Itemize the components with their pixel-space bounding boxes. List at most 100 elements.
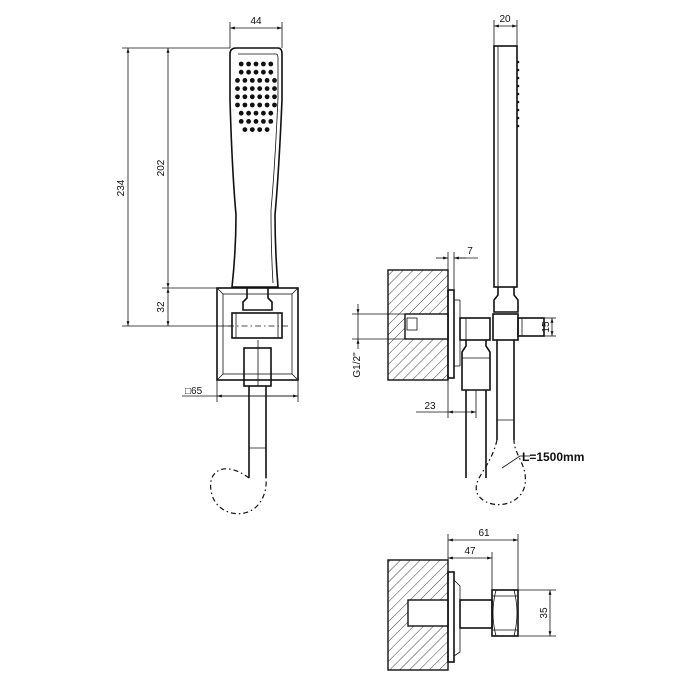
spray-nozzle xyxy=(272,102,277,108)
spray-nozzle xyxy=(253,69,259,75)
spray-nozzle xyxy=(246,69,252,75)
side-hose-nut xyxy=(461,340,491,391)
dim-base-height: 32 xyxy=(156,301,167,313)
spray-nozzle xyxy=(235,78,240,83)
handle-inner-line xyxy=(238,53,279,284)
spray-nozzle xyxy=(257,127,263,132)
spray-nozzle xyxy=(264,86,270,91)
side-swivel xyxy=(492,313,519,341)
spray-nozzle xyxy=(272,94,277,100)
wall-plate-inner xyxy=(222,293,293,375)
side-hose xyxy=(465,390,487,478)
detail-view: 61 47 35 xyxy=(387,528,556,671)
spray-nozzle-grid xyxy=(235,61,277,132)
side-outlet xyxy=(517,317,545,337)
hose-loop-front xyxy=(210,468,267,515)
detail-swivel xyxy=(491,589,519,637)
side-nozzle xyxy=(516,76,520,80)
dim-outlet-offset: 23 xyxy=(424,401,436,412)
hose-loop-side xyxy=(475,439,526,506)
side-handle-neck xyxy=(493,287,519,313)
spray-nozzle xyxy=(257,102,263,108)
side-nozzle xyxy=(516,92,520,96)
spray-nozzle xyxy=(264,102,270,108)
spray-nozzle xyxy=(261,61,266,67)
spray-nozzle xyxy=(246,61,252,67)
detail-connector xyxy=(459,599,493,629)
spray-nozzle xyxy=(264,127,270,132)
side-connector xyxy=(459,317,491,341)
spray-nozzle xyxy=(268,110,274,116)
hose-nut xyxy=(243,347,272,387)
spray-nozzle xyxy=(238,61,244,67)
side-nozzle-dots xyxy=(516,60,520,128)
spray-nozzle xyxy=(272,78,277,83)
spray-nozzle xyxy=(261,69,266,75)
side-nozzle xyxy=(516,68,520,72)
spray-nozzle xyxy=(238,119,244,124)
spray-nozzle xyxy=(235,86,240,91)
spray-nozzle xyxy=(249,127,255,132)
holder-neck xyxy=(242,288,273,311)
spray-nozzle xyxy=(238,69,244,75)
swivel-connector xyxy=(231,312,283,339)
spray-nozzle xyxy=(253,110,259,116)
side-nozzle xyxy=(516,84,520,88)
spray-nozzle xyxy=(264,78,270,83)
spray-nozzle xyxy=(249,78,255,83)
detail-plate xyxy=(447,571,455,663)
side-nozzle xyxy=(516,124,520,128)
dim-handle-height: 202 xyxy=(156,159,167,176)
spray-nozzle xyxy=(268,119,274,124)
dim-total-height: 234 xyxy=(116,179,127,196)
spray-nozzle xyxy=(257,78,263,83)
spray-nozzle xyxy=(235,102,240,108)
spray-nozzle xyxy=(264,94,270,100)
spray-nozzle xyxy=(257,86,263,91)
spray-nozzle xyxy=(249,86,255,91)
dim-detail-total: 61 xyxy=(478,528,490,539)
side-nozzle xyxy=(516,116,520,120)
spray-nozzle xyxy=(249,94,255,100)
spray-nozzle xyxy=(272,86,277,91)
dim-plate-size: □65 xyxy=(185,386,203,397)
side-nozzle xyxy=(516,100,520,104)
spray-nozzle xyxy=(246,119,252,124)
spray-nozzle xyxy=(257,94,263,100)
detail-wall-cavity xyxy=(407,599,449,627)
spray-nozzle xyxy=(242,78,248,83)
dim-hose-length: L=1500mm xyxy=(522,450,584,464)
spray-nozzle xyxy=(253,119,259,124)
spray-nozzle xyxy=(261,119,266,124)
dim-thread: G1/2" xyxy=(352,352,363,378)
spray-nozzle xyxy=(249,102,255,108)
side-plate xyxy=(447,289,455,379)
dim-detail-height: 35 xyxy=(539,607,550,619)
front-view: 44 234 202 32 □65 xyxy=(116,16,299,515)
spray-nozzle xyxy=(235,94,240,100)
spray-nozzle xyxy=(242,86,248,91)
wall-plate-outer xyxy=(216,287,299,381)
spray-nozzle xyxy=(268,61,274,67)
spray-nozzle xyxy=(242,102,248,108)
side-nozzle xyxy=(516,60,520,64)
dim-detail-depth: 47 xyxy=(464,546,476,557)
hand-shower-outline xyxy=(229,47,283,288)
spray-nozzle xyxy=(261,110,266,116)
side-handle xyxy=(493,45,518,288)
dim-side-depth: 20 xyxy=(499,14,511,25)
hose-front xyxy=(248,386,267,478)
spray-nozzle xyxy=(268,69,274,75)
spray-nozzle xyxy=(246,110,252,116)
dim-wall-offset: 7 xyxy=(467,246,473,257)
spray-nozzle xyxy=(238,110,244,116)
side-nozzle xyxy=(516,108,520,112)
dim-handle-width: 44 xyxy=(250,16,262,27)
spray-nozzle xyxy=(242,94,248,100)
side-view: 20 7 G1/2" 15 23 L=1500mm xyxy=(352,14,584,506)
dim-outlet-height: 15 xyxy=(541,321,552,333)
side-handle-hose xyxy=(496,340,515,440)
spray-nozzle xyxy=(242,127,248,132)
spray-nozzle xyxy=(253,61,259,67)
